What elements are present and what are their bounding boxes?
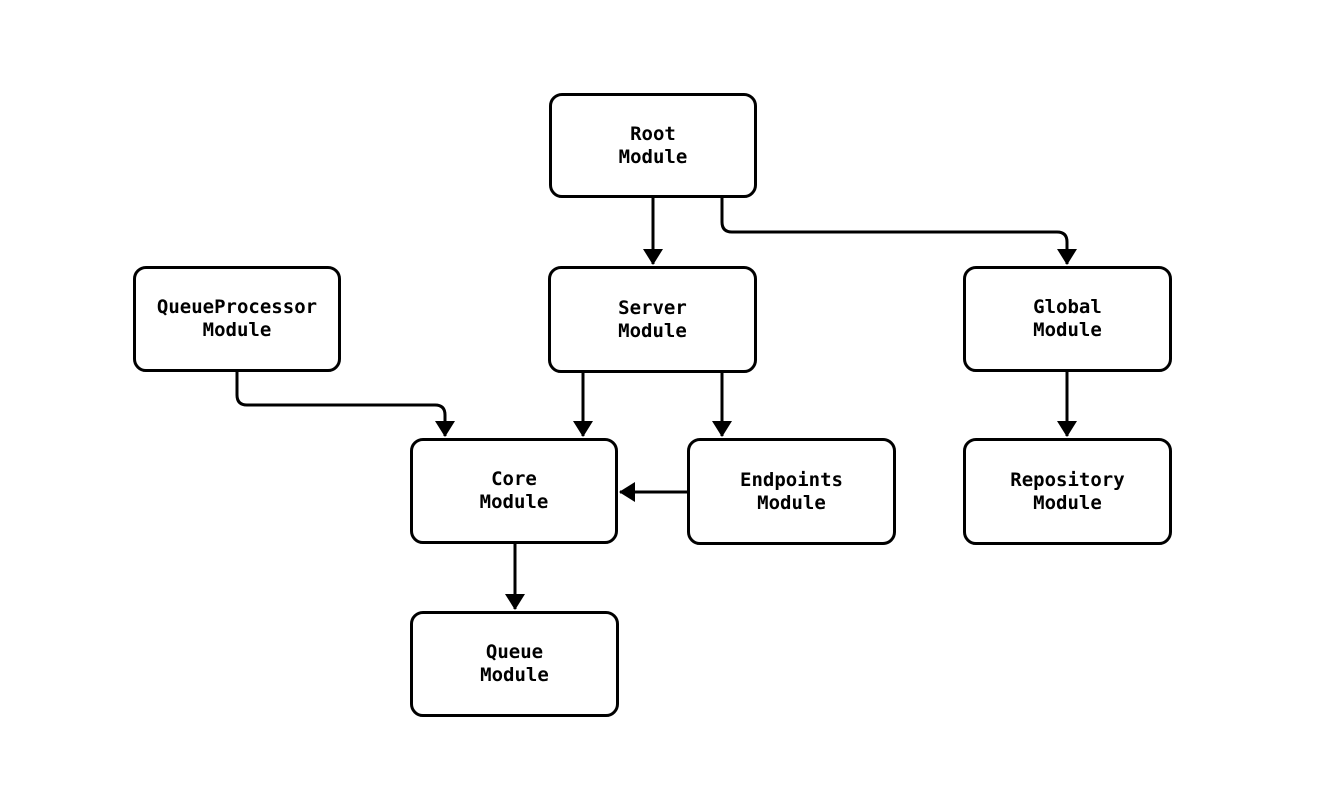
node-queue-module: Queue Module [410,611,619,717]
node-label-queueprocessor: QueueProcessor Module [156,296,318,341]
node-label-core: Core Module [479,468,549,513]
node-label-server: Server Module [618,296,687,342]
node-label-global: Global Module [1033,296,1102,341]
edge-root-to-global [720,198,1077,265]
node-label-repository: Repository Module [1010,468,1125,514]
edges-group [235,198,1077,610]
node-label-queue: Queue Module [480,641,549,686]
node-endpoints-module: Endpoints Module [687,438,896,545]
node-root-module: Root Module [549,93,757,198]
node-repository-module: Repository Module [963,438,1172,545]
edge-queueprocessor-to-core [235,372,455,437]
node-label-root: Root Module [618,122,688,168]
node-label-endpoints: Endpoints Module [740,468,843,514]
node-core-module: Core Module [410,438,618,544]
node-queueprocessor-module: QueueProcessor Module [133,266,341,372]
node-global-module: Global Module [963,266,1172,372]
node-server-module: Server Module [548,266,757,373]
